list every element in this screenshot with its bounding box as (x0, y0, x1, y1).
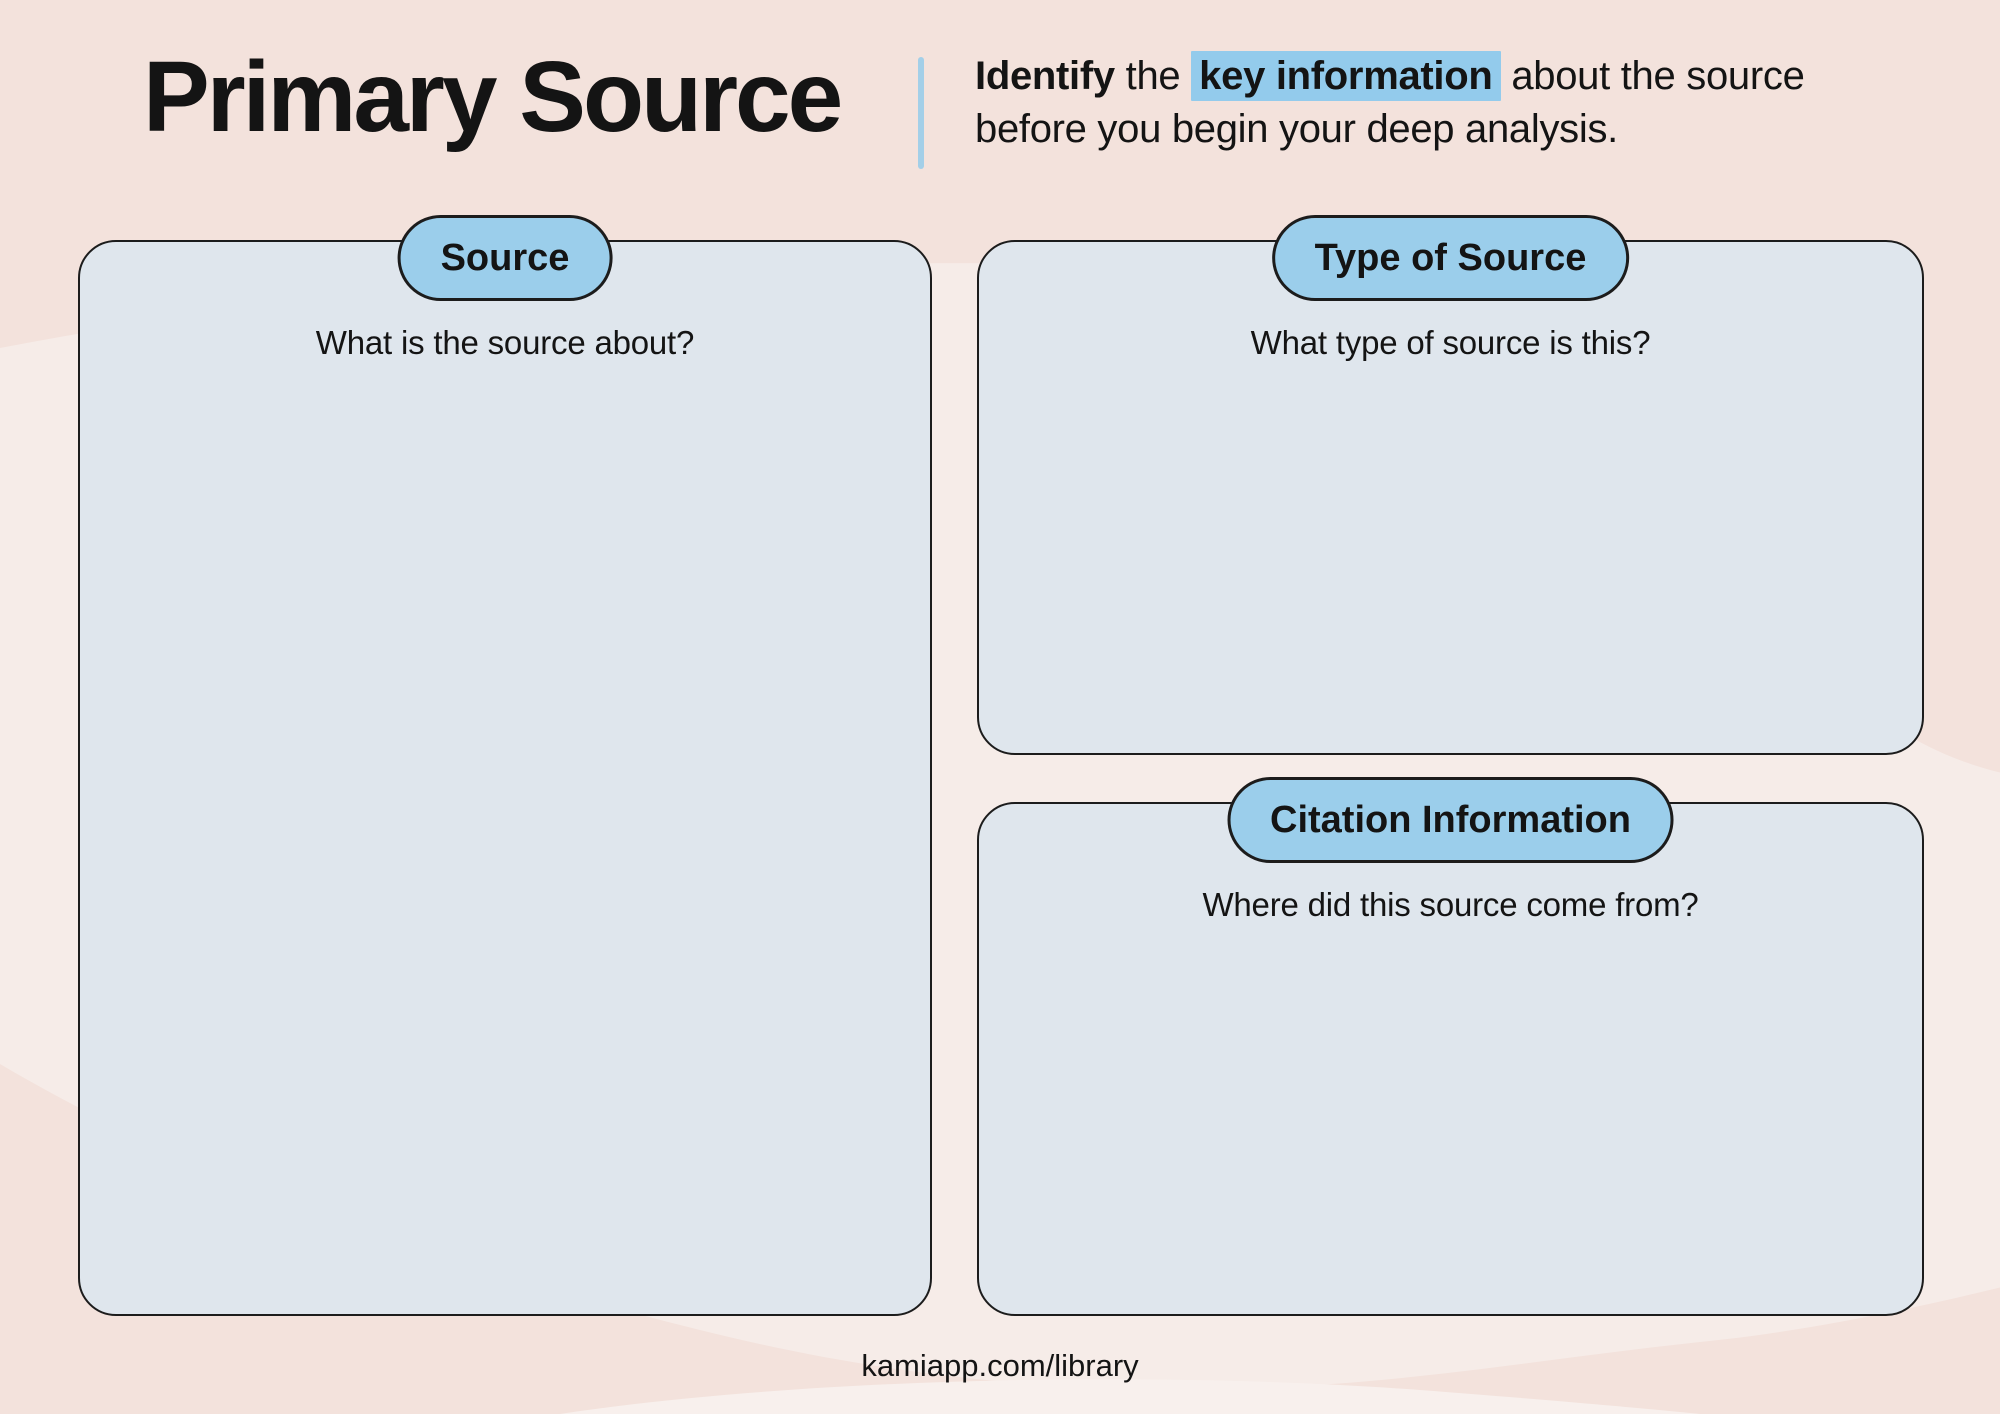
panel-type-of-source-question: What type of source is this? (1250, 324, 1651, 361)
panel-type-of-source: Type of Source What type of source is th… (977, 215, 1924, 755)
panel-type-of-source-label-pill: Type of Source (1271, 215, 1630, 301)
panel-citation-information-label-pill: Citation Information (1227, 777, 1674, 863)
header-description: Identify the key information about the s… (975, 50, 1875, 156)
description-highlight: key information (1191, 51, 1501, 101)
footer: kamiapp.com/library (0, 1348, 2000, 1384)
panel-type-of-source-answer-area[interactable] (999, 392, 1902, 733)
panel-type-of-source-label: Type of Source (1314, 236, 1587, 279)
panel-citation-information: Citation Information Where did this sour… (977, 777, 1924, 1316)
panel-citation-information-question: Where did this source come from? (1202, 886, 1699, 923)
page-title: Primary Source (143, 41, 843, 153)
footer-url: kamiapp.com/library (861, 1348, 1139, 1383)
description-mid: the (1114, 54, 1192, 98)
panel-source-question: What is the source about? (315, 324, 695, 361)
panel-citation-information-answer-area[interactable] (999, 954, 1902, 1294)
panel-source-label-pill: Source (397, 215, 613, 301)
panel-source-answer-area[interactable] (100, 392, 910, 1294)
description-tail: about the source before you begin your d… (975, 54, 1805, 151)
header-divider (918, 57, 924, 169)
background-bottom-wave (560, 1379, 1700, 1414)
panel-source: Source What is the source about? (78, 215, 932, 1316)
panel-source-label: Source (440, 236, 570, 279)
panel-citation-information-label: Citation Information (1270, 798, 1631, 841)
description-bold-lead: Identify (975, 54, 1115, 98)
